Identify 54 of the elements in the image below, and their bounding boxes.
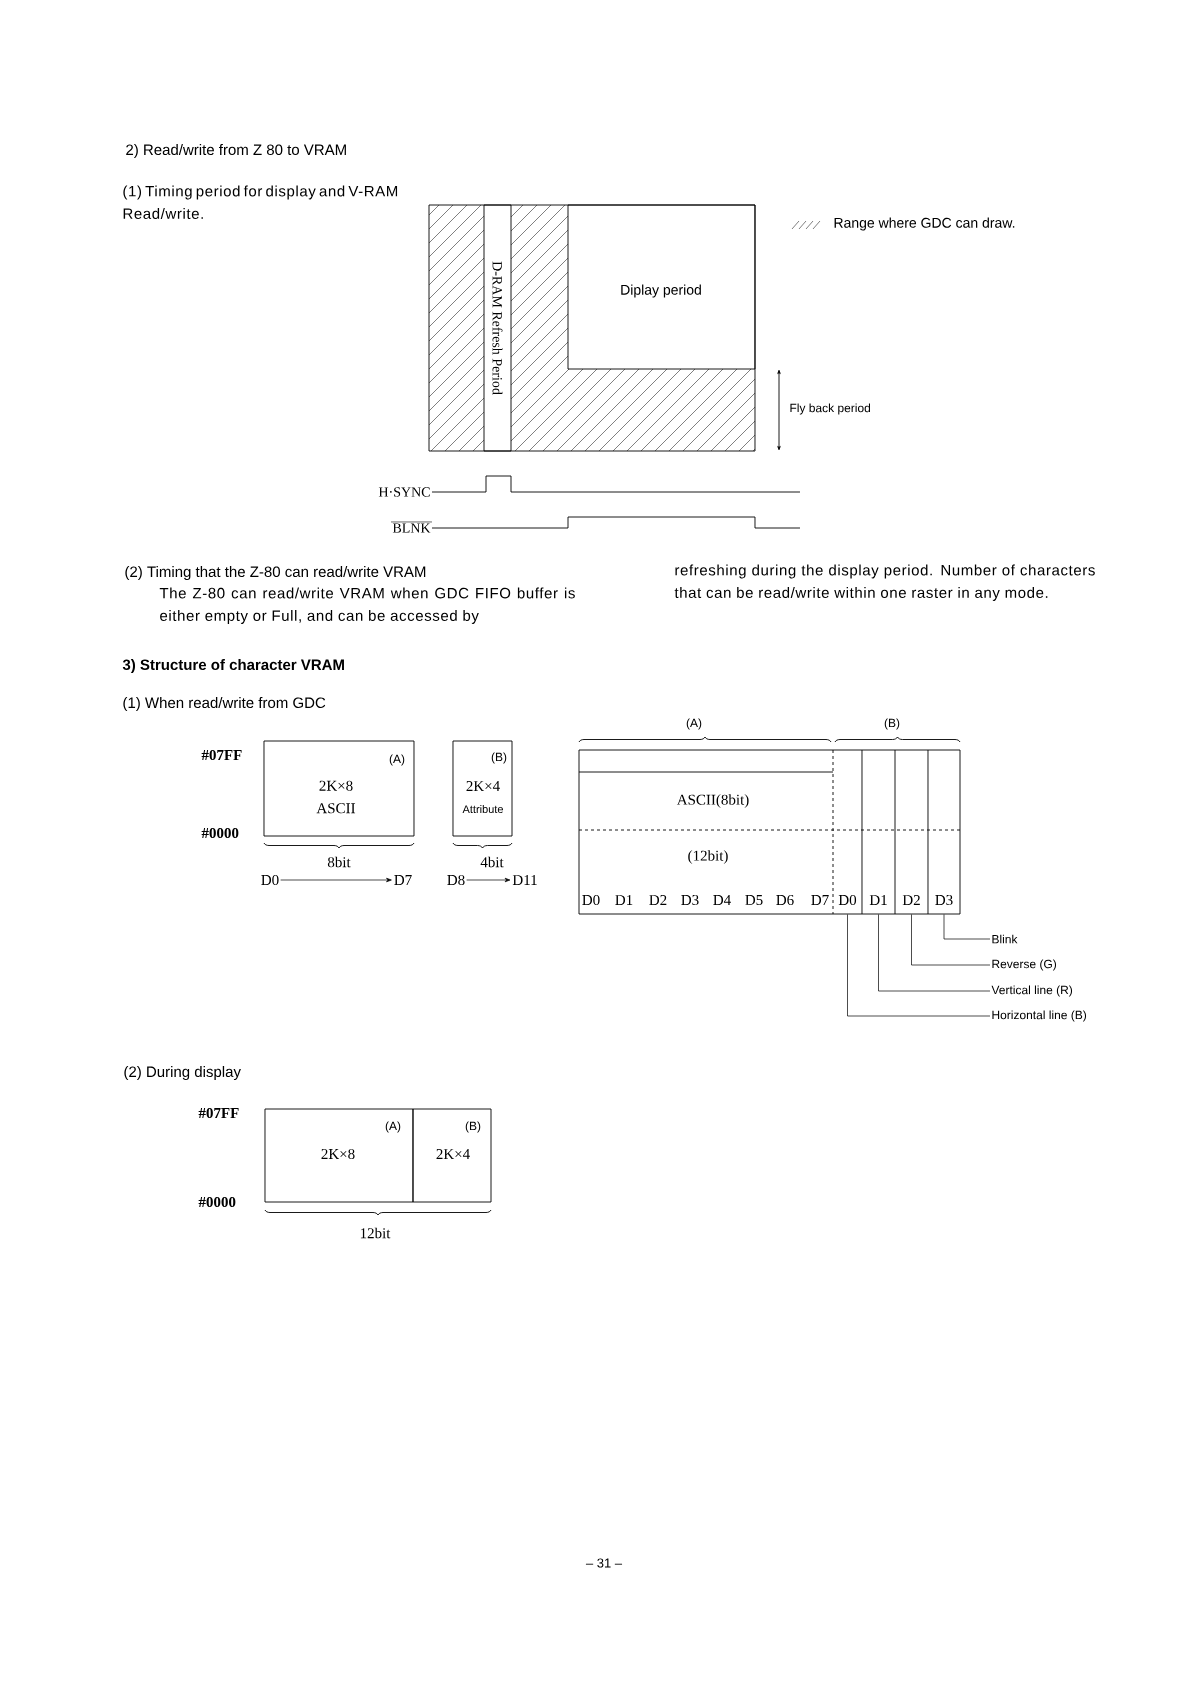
bit-function-label: Reverse (G) bbox=[992, 959, 1057, 971]
heading: (1) When read/write from GDC bbox=[123, 697, 326, 711]
bit-label: D6 bbox=[776, 895, 794, 906]
leader-line bbox=[847, 914, 991, 1017]
memory-box: (A) 2K×8 ASCII bbox=[263, 740, 415, 837]
leader-line bbox=[878, 914, 991, 992]
bit-label: D7 bbox=[811, 895, 829, 905]
field-label: (A) bbox=[686, 718, 702, 730]
arrow bbox=[466, 877, 511, 883]
signal-label: BLNK bbox=[390, 521, 433, 533]
leader-line bbox=[911, 914, 991, 966]
bit-label: D7 bbox=[394, 875, 412, 885]
bit-column: D0 bbox=[832, 749, 857, 915]
bit-column: D2 bbox=[894, 749, 920, 915]
bit-label: D0 bbox=[261, 874, 279, 886]
legend-text: Range where GDC can draw. bbox=[834, 217, 1015, 231]
bit-label: D2 bbox=[649, 895, 667, 905]
heading: (1) Timing period for display and V-RAM Read/write. bbox=[123, 185, 398, 219]
address-label: #0000 bbox=[201, 827, 239, 839]
bit-column: D1 bbox=[861, 749, 887, 915]
memory-box: (B) 2K×4 bbox=[412, 1108, 492, 1203]
address-label: #07FF bbox=[198, 1107, 239, 1119]
display-region: Diplay period bbox=[567, 204, 756, 370]
arrow bbox=[280, 877, 392, 883]
bit-label: D3 bbox=[681, 895, 699, 906]
bit-label: D1 bbox=[615, 895, 633, 905]
bit-column: D3 bbox=[927, 749, 953, 915]
bit-function-label: Horizontal line (B) bbox=[992, 1010, 1087, 1022]
page-number: – 31 – bbox=[585, 1558, 623, 1568]
width-label: 8bit bbox=[327, 856, 351, 868]
width-label: 12bit bbox=[360, 1227, 391, 1239]
bit-label: D0 bbox=[582, 894, 600, 906]
bit-label: D5 bbox=[745, 895, 763, 905]
heading: (2) Timing that the Z-80 can read/write VRAM bbox=[125, 566, 426, 580]
bit-label: D11 bbox=[512, 875, 537, 885]
heading: 2) Read/write from Z 80 to VRAM bbox=[126, 144, 346, 158]
bit-function-label: Blink bbox=[992, 934, 1018, 944]
address-label: #0000 bbox=[198, 1196, 236, 1208]
leader-line bbox=[943, 914, 991, 940]
field-label: (B) bbox=[884, 718, 900, 730]
bit-function-label: Vertical line (R) bbox=[991, 985, 1073, 997]
memory-box: (A) 2K×8 bbox=[264, 1108, 414, 1203]
paragraph: refreshing during the display period. Number of characters that can be read/write within one raster in any mode. bbox=[674, 564, 1095, 601]
address-label: #07FF bbox=[201, 749, 242, 761]
heading: (2) During display bbox=[124, 1066, 241, 1080]
heading: 3) Structure of character VRAM bbox=[122, 659, 344, 673]
memory-box: (B) 2K×4 Attribute bbox=[452, 740, 513, 837]
bit-label: D4 bbox=[713, 895, 731, 905]
paragraph: The Z-80 can read/write VRAM when GDC FIFO buffer is either empty or Full, and can be accessed by bbox=[159, 587, 575, 624]
width-label: 4bit bbox=[480, 856, 504, 868]
dimension-label: Fly back period bbox=[790, 403, 870, 415]
bit-label: D8 bbox=[447, 874, 465, 886]
signal-label: H·SYNC bbox=[378, 487, 430, 497]
refresh-band: D-RAM Refresh Period bbox=[483, 204, 512, 452]
